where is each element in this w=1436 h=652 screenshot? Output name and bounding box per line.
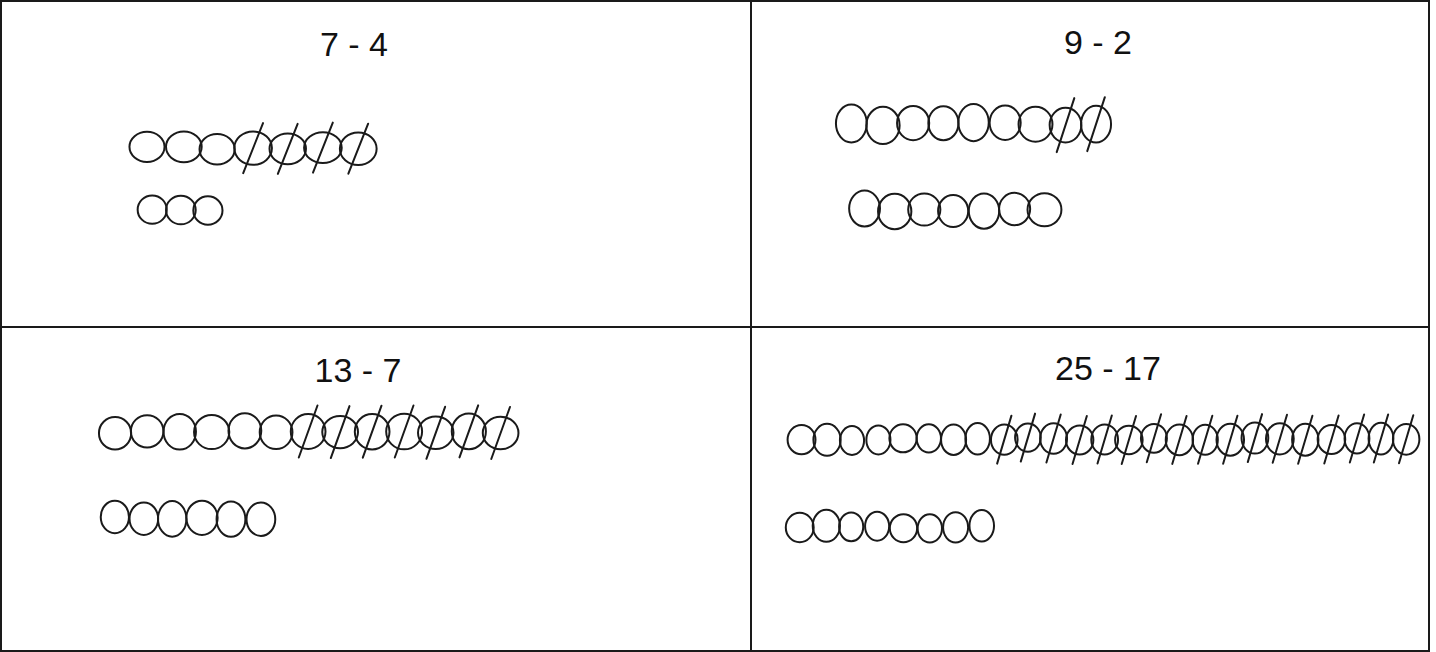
cross-out-stroke [363,406,382,458]
subtraction-problem: 13 - 7 [315,352,402,389]
counter-circle [990,106,1021,140]
problem-cell: 7 - 4 [0,0,752,328]
cross-out-stroke [1073,416,1087,464]
subtraction-problem: 7 - 4 [320,26,388,63]
counter-circle [943,512,968,542]
cross-out-stroke [491,407,510,459]
problem-cell: 13 - 7 [0,326,752,652]
counter-circle [866,107,899,144]
problem-cell: 9 - 2 [750,0,1430,328]
cross-out-stroke [1122,416,1136,464]
cross-out-stroke [1046,415,1060,463]
cross-out-stroke [1273,415,1287,463]
counter-circle [247,502,276,536]
counter-circle [897,106,929,140]
counter-circle [969,510,994,541]
counter-circle [890,514,917,542]
cross-out-stroke [1021,414,1035,462]
counter-circle [138,196,167,224]
counter-circle [129,132,164,162]
cross-out-stroke [331,406,350,458]
cross-out-stroke [1298,416,1312,464]
counter-circle [928,106,958,140]
counter-circle [878,194,911,229]
problem-cell: 25 - 17 [750,326,1430,652]
subtraction-problem: 25 - 17 [1055,350,1161,387]
counter-circle [217,502,246,537]
circle-group [836,97,1111,229]
counter-circle [260,416,293,450]
cross-out-stroke [1248,414,1262,462]
cross-out-stroke [313,123,333,173]
counter-circle [131,415,164,447]
cross-out-stroke [1147,414,1161,462]
counter-circle [941,425,966,455]
cross-out-stroke [278,124,298,174]
counter-circle [958,104,988,141]
cross-out-stroke [1374,415,1388,463]
cross-out-stroke [299,405,318,457]
cross-out-stroke [1087,97,1105,151]
counter-circle [193,196,222,224]
circle-group [786,414,1420,543]
counter-circle [166,132,202,163]
cross-out-stroke [348,124,368,174]
counter-circle [101,501,129,533]
counter-circle [99,417,131,449]
cross-out-stroke [1057,98,1075,152]
cross-out-stroke [1223,416,1237,464]
counter-circle [788,425,816,454]
cross-out-stroke [1350,414,1364,462]
counter-circle [866,425,890,454]
counter-circle [839,512,863,541]
counter-circle [166,196,196,225]
circle-group [129,123,376,225]
counter-circle [813,510,840,542]
counter-circle [813,424,840,456]
counter-circle [200,134,235,164]
cross-out-stroke [997,416,1011,464]
counter-circle [228,413,261,448]
counter-circle [186,501,217,535]
counter-circle [908,193,940,225]
subtraction-problem: 9 - 2 [1064,24,1132,61]
cross-out-stroke [1399,415,1413,463]
counter-circle [889,424,916,452]
cross-out-stroke [426,407,445,459]
cross-out-stroke [1198,416,1212,464]
counter-circle [1019,107,1053,142]
counter-circle [840,426,864,455]
counter-circle [849,191,880,227]
counter-circle [836,105,867,143]
cross-out-stroke [243,123,263,173]
counter-circle [130,503,159,535]
cross-out-stroke [459,405,478,457]
counter-circle [865,512,889,541]
counter-circle [999,193,1030,225]
counter-circle [786,513,814,542]
counter-circle [164,414,196,450]
counter-circle [918,514,942,542]
cross-out-stroke [1098,415,1112,463]
counter-circle [1028,193,1062,226]
counter-circle [194,415,229,449]
counter-circle [965,423,990,454]
cross-out-stroke [1324,416,1338,464]
counter-circle [917,424,941,452]
cross-out-stroke [1172,416,1186,464]
circle-group [99,405,519,536]
cross-out-stroke [395,406,414,458]
counter-circle [158,501,186,537]
counter-circle [969,193,999,228]
counter-circle [938,195,968,227]
